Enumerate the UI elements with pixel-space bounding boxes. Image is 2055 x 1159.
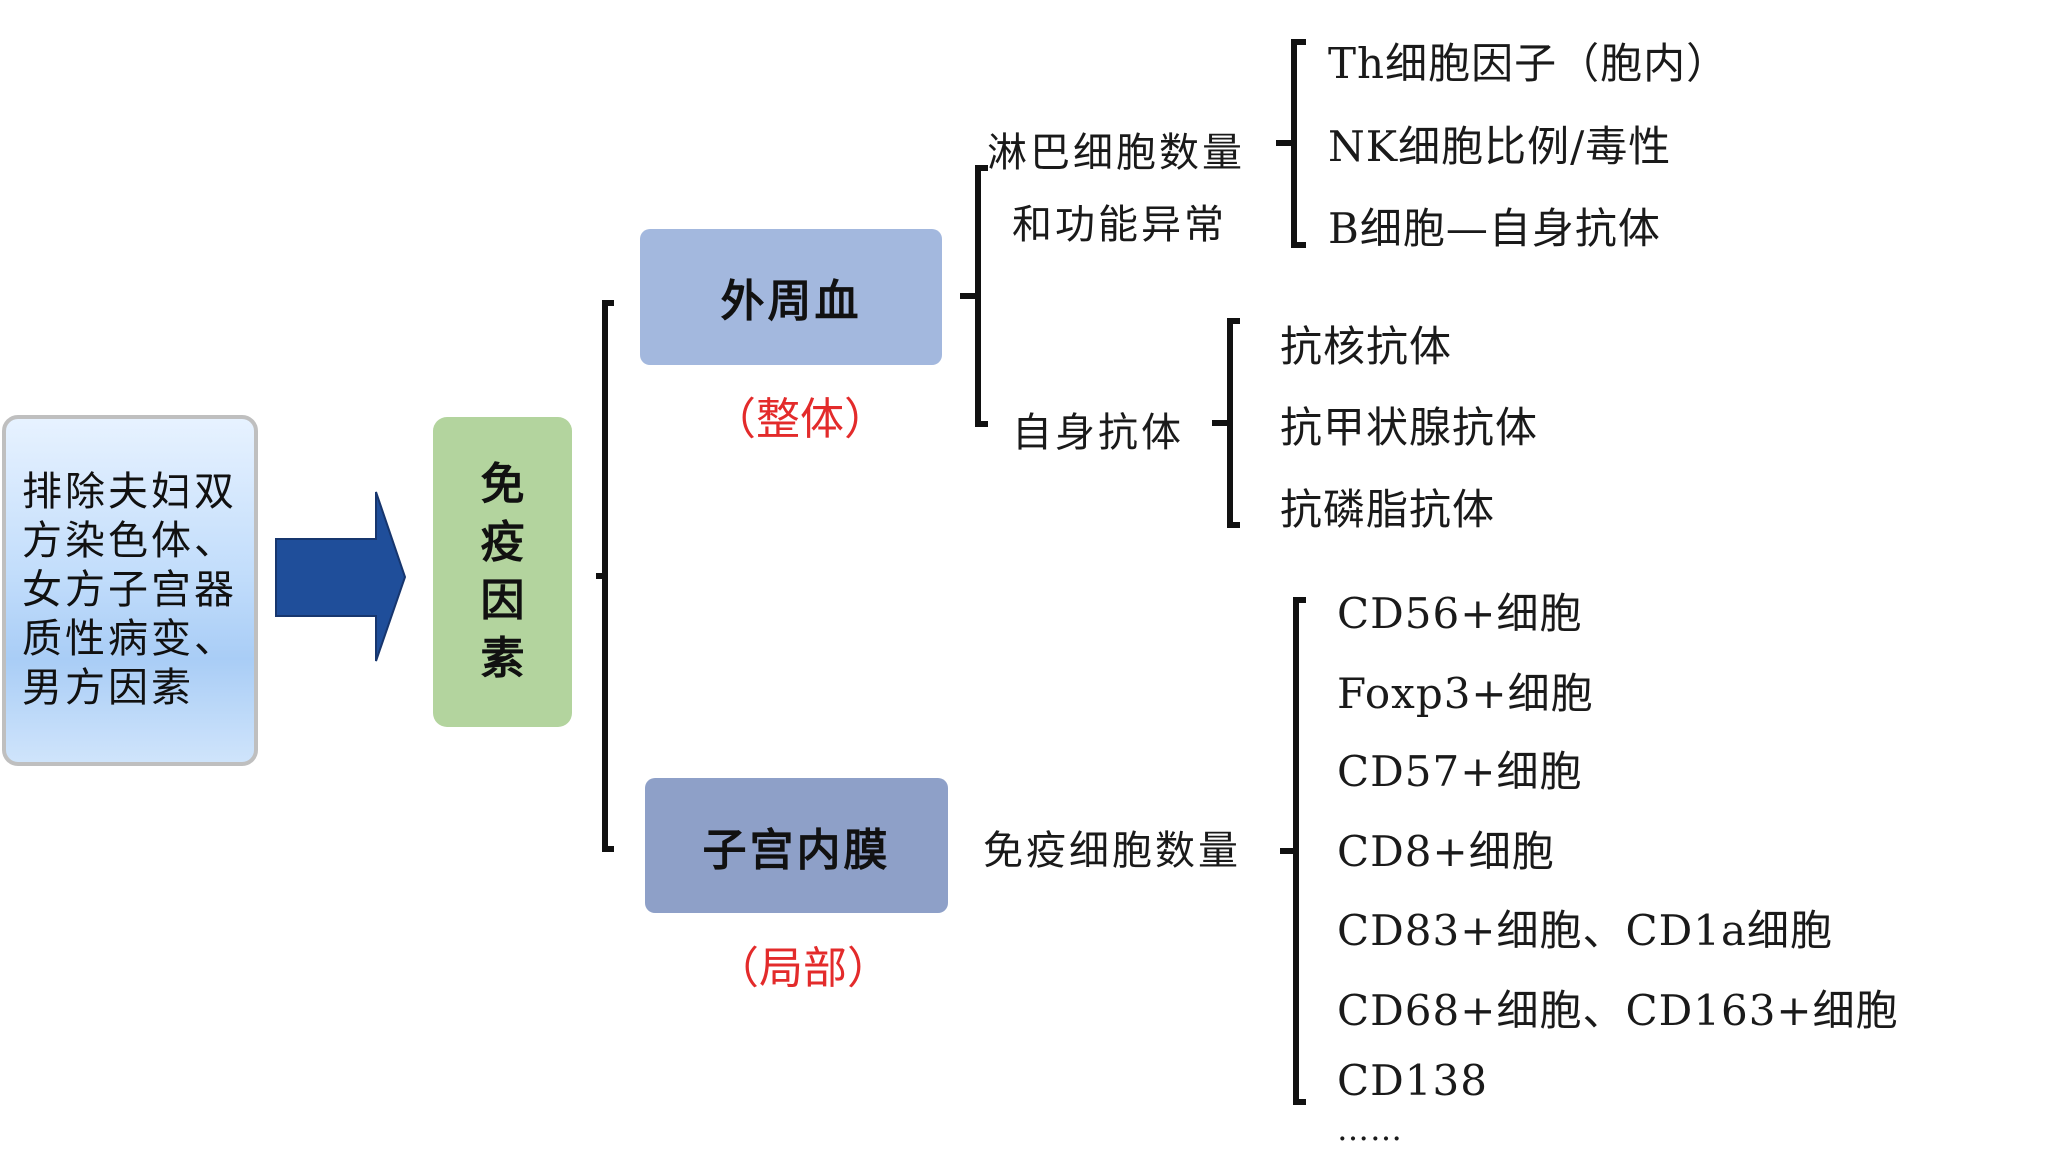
lymphocyte-item: NK细胞比例/毒性 <box>1328 122 1672 171</box>
immune-factors-text: 免 疫 因 素 <box>480 459 525 684</box>
autoantibody-label: 自身抗体 <box>1012 410 1184 456</box>
immune-cell-item: CD68+细胞、CD163+细胞 <box>1337 986 1899 1035</box>
lymphocyte-label-line2: 和功能异常 <box>1012 202 1227 248</box>
immune-factors-box: 免 疫 因 素 <box>433 417 572 727</box>
autoantibody-item: 抗磷脂抗体 <box>1280 485 1496 534</box>
endometrium-box: 子宫内膜 <box>645 778 948 913</box>
endo-bracket <box>1293 597 1306 1105</box>
endometrium-label: 子宫内膜 <box>702 824 891 876</box>
immune-cell-item: CD57+细胞 <box>1337 747 1583 796</box>
immune-cell-item: CD83+细胞、CD1a细胞 <box>1337 906 1834 955</box>
exclusion-factors-text: 排除夫妇双 方染色体、 女方子宫器 质性病变、 男方因素 <box>22 469 237 711</box>
immune-cell-item: CD138 <box>1337 1056 1488 1105</box>
lymphocyte-item: B细胞—自身抗体 <box>1328 204 1661 253</box>
right-arrow <box>275 491 407 662</box>
auto-bracket <box>1227 318 1240 528</box>
lymphocyte-item: Th细胞因子（胞内） <box>1328 39 1730 88</box>
immune-cell-item: Foxp3+细胞 <box>1337 669 1594 718</box>
exclusion-factors-box: 排除夫妇双 方染色体、 女方子宫器 质性病变、 男方因素 <box>2 415 258 766</box>
endometrium-scope: （局部） <box>715 943 891 994</box>
autoantibody-item: 抗核抗体 <box>1280 322 1453 371</box>
immune-cell-item-ellipsis: …… <box>1337 1110 1403 1148</box>
autoantibody-item: 抗甲状腺抗体 <box>1280 403 1539 452</box>
blood-bracket <box>975 165 988 427</box>
immune-cell-item: CD56+细胞 <box>1337 589 1583 638</box>
immune-cell-count-label: 免疫细胞数量 <box>983 828 1241 874</box>
peripheral-blood-box: 外周血 <box>640 229 942 365</box>
immune-cell-item: CD8+细胞 <box>1337 827 1555 876</box>
lymph-bracket <box>1291 39 1306 248</box>
main-bracket <box>602 300 614 852</box>
peripheral-blood-scope: （整体） <box>712 394 888 445</box>
lymphocyte-label-line1: 淋巴细胞数量 <box>987 130 1245 176</box>
peripheral-blood-label: 外周血 <box>720 276 862 327</box>
